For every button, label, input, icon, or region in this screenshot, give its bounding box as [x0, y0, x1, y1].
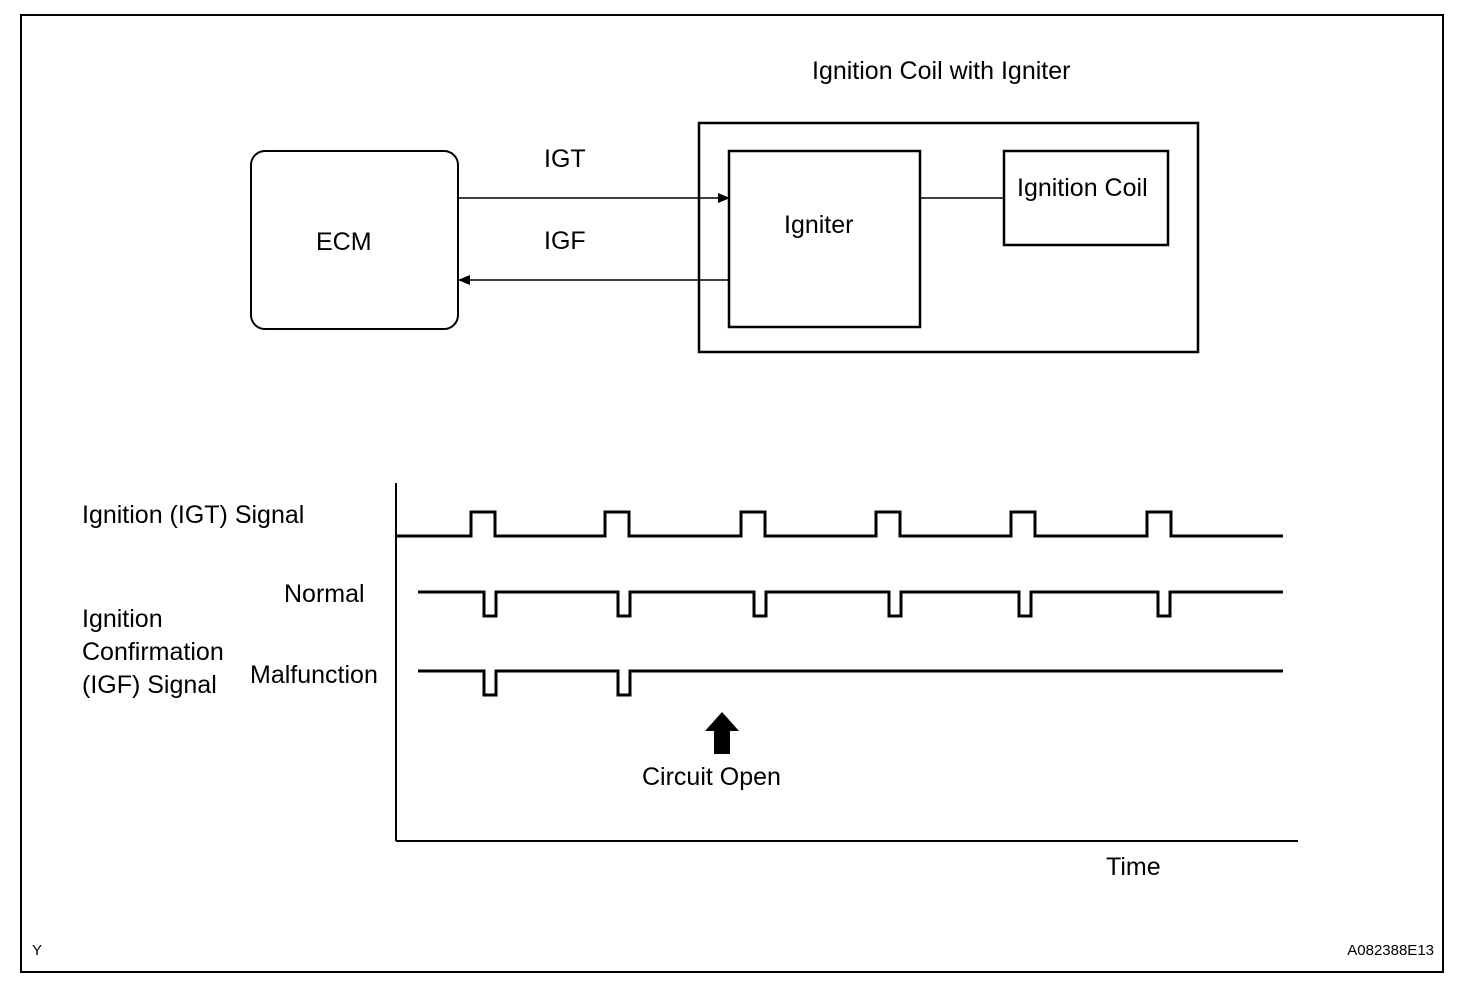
circuit-open-arrow-icon [705, 712, 739, 754]
igt-signal-waveform [396, 510, 1283, 538]
figure-code: A082388E13 [1347, 942, 1434, 959]
circuit-open-label: Circuit Open [642, 763, 781, 791]
footer-left-mark: Y [32, 942, 42, 959]
ecm-box [250, 150, 459, 330]
ignition-coil-unit-box [697, 121, 1200, 354]
igf-malfunction-waveform [418, 669, 1283, 697]
igt-signal-label: Ignition (IGT) Signal [82, 501, 304, 529]
unit-title: Ignition Coil with Igniter [812, 57, 1070, 85]
ecm-label: ECM [316, 228, 372, 256]
igf-signal-label-line-1: Ignition [82, 605, 163, 633]
time-axis-label: Time [1106, 853, 1161, 881]
normal-label: Normal [284, 580, 365, 608]
igf-signal-label-line-3: (IGF) Signal [82, 671, 217, 699]
igf-normal-waveform [418, 590, 1283, 618]
figure-frame [20, 14, 1444, 973]
igt-line-label: IGT [544, 145, 586, 173]
igf-line-label: IGF [544, 227, 586, 255]
ignition-coil-label: Ignition Coil [1017, 174, 1148, 202]
igniter-label: Igniter [784, 211, 853, 239]
malfunction-label: Malfunction [250, 661, 378, 689]
igniter-box [727, 149, 922, 329]
igf-signal-label-line-2: Confirmation [82, 638, 224, 666]
